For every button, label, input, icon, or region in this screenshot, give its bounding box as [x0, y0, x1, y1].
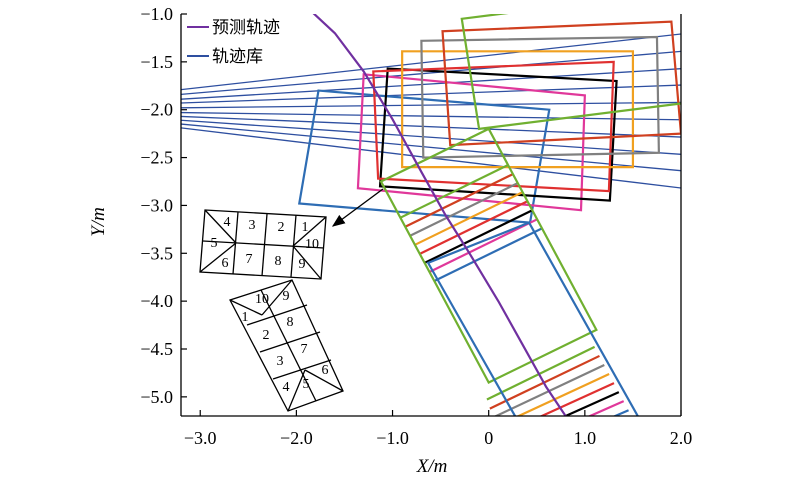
corridor-box-1 [379, 127, 598, 384]
inset-top-number: 3 [249, 218, 256, 233]
corridor-stripe-top-3 [409, 182, 519, 237]
corridor-stripe-bottom-5 [539, 382, 615, 416]
y-axis-label: Y/m [88, 207, 109, 237]
corridor-stripe-top-7 [428, 218, 538, 273]
y-tick-label: −1.5 [140, 52, 173, 72]
corridor-stripe-bottom-6 [562, 391, 620, 416]
inset-bottom-number: 8 [287, 315, 294, 330]
corridor-stripe-top-4 [414, 191, 524, 246]
y-tick-label: −2.0 [140, 100, 173, 120]
x-tick-label: 1.0 [574, 428, 597, 448]
library-line-10 [181, 127, 681, 189]
corridor-stripe-bottom-1 [486, 345, 596, 401]
inset-top-number: 8 [275, 254, 282, 269]
x-tick-label: 0 [484, 428, 493, 448]
inset-top-numbers: 4 3 2 1 5 10 6 7 8 9 [211, 215, 320, 272]
y-tick-label: −3.5 [140, 243, 173, 263]
inset-bottom-diag3 [287, 369, 306, 412]
inset-top-diag3 [292, 216, 327, 247]
inset-bottom-row2 [259, 331, 321, 353]
x-tick-label: −3.0 [184, 428, 217, 448]
inset-top-number: 5 [211, 236, 218, 251]
inset-bottom-number: 9 [283, 289, 290, 304]
vehicle-box-6 [420, 35, 661, 159]
library-line-8 [181, 119, 681, 155]
inset-top-number: 2 [278, 220, 285, 235]
y-tick-label: −2.5 [140, 148, 173, 168]
inset-bottom-row3 [272, 359, 332, 380]
inset-bottom-diag4 [304, 369, 344, 392]
predicted-trajectory-line [312, 14, 567, 416]
inset-bottom-number: 6 [322, 363, 329, 378]
legend-label-library: 轨迹库 [212, 47, 263, 67]
inset-bottom-number: 7 [301, 342, 308, 357]
inset-top-diag4 [292, 245, 322, 280]
inset-top-number: 7 [246, 252, 253, 267]
inset-top-number: 4 [224, 215, 231, 230]
legend-label-predicted: 预测轨迹 [212, 18, 280, 38]
vehicle-box-2 [356, 73, 586, 212]
x-tick-label: −1.0 [376, 428, 409, 448]
plot-area [181, 14, 681, 416]
corridor-stripe-bottom-7 [587, 400, 625, 416]
legend: 预测轨迹 轨迹库 [187, 18, 280, 67]
y-ticks: −1.0 −1.5 −2.0 −2.5 −3.0 −3.5 −4.0 −4.5 −5.0 [140, 4, 187, 407]
inset-bottom-number: 3 [277, 354, 284, 369]
vehicle-footprint-boxes [297, 14, 681, 224]
vehicle-box-3 [378, 67, 618, 202]
corridor-stripe-top-5 [419, 200, 528, 255]
library-line-1 [181, 33, 681, 91]
inset-top-number: 6 [222, 256, 229, 271]
inset-bottom-number: 1 [242, 310, 249, 325]
vehicle-box-7 [441, 20, 681, 147]
y-tick-label: −4.0 [140, 291, 173, 311]
inset-bottom-diag1 [229, 299, 263, 316]
inset-top-col2 [261, 213, 268, 277]
vehicle-box-4 [372, 60, 615, 193]
corridor-stripes [379, 127, 639, 416]
inset-bottom-number: 10 [255, 292, 269, 307]
inset-grid-bottom [229, 279, 344, 412]
x-ticks: −3.0 −2.0 −1.0 0 1.0 2.0 [184, 410, 692, 448]
inset-top-diag1 [204, 209, 237, 244]
y-tick-label: −5.0 [140, 387, 173, 407]
inset-bottom-number: 4 [283, 380, 290, 395]
predicted-trajectory-group [312, 14, 567, 416]
y-tick-label: −3.0 [140, 195, 173, 215]
x-axis-label: X/m [416, 456, 448, 477]
inset-bottom-number: 2 [263, 328, 270, 343]
corridor-stripe-bottom-8 [612, 409, 629, 416]
x-tick-label: 2.0 [670, 428, 693, 448]
y-tick-label: −4.5 [140, 339, 173, 359]
vehicle-box-8 [460, 14, 681, 131]
corridor-stripe-top-6 [424, 209, 533, 264]
corridor-stripe-bottom-4 [516, 373, 610, 416]
corridor-stripe-top-1 [399, 164, 509, 219]
inset-arrow [331, 188, 384, 227]
inset-grid-top [199, 209, 327, 280]
inset-bottom-row1 [246, 304, 308, 326]
inset-top-number: 10 [305, 237, 319, 252]
inset-bottom-divider [260, 289, 317, 402]
library-line-7 [181, 115, 681, 138]
inset-bottom-diag2 [261, 279, 293, 316]
corridor-stripe-top-2 [404, 173, 514, 228]
inset-top-number: 1 [302, 220, 309, 235]
inset-top-number: 9 [299, 257, 306, 272]
vehicle-box-5 [401, 50, 635, 169]
y-tick-label: −1.0 [140, 4, 173, 24]
inset-bottom-number: 5 [303, 377, 310, 392]
corridor-box-2 [426, 221, 639, 416]
corridor-stripe-top-8 [433, 227, 543, 282]
x-tick-label: −2.0 [280, 428, 313, 448]
inset-top-divider [202, 240, 325, 249]
inset-top-diag2 [199, 242, 237, 273]
